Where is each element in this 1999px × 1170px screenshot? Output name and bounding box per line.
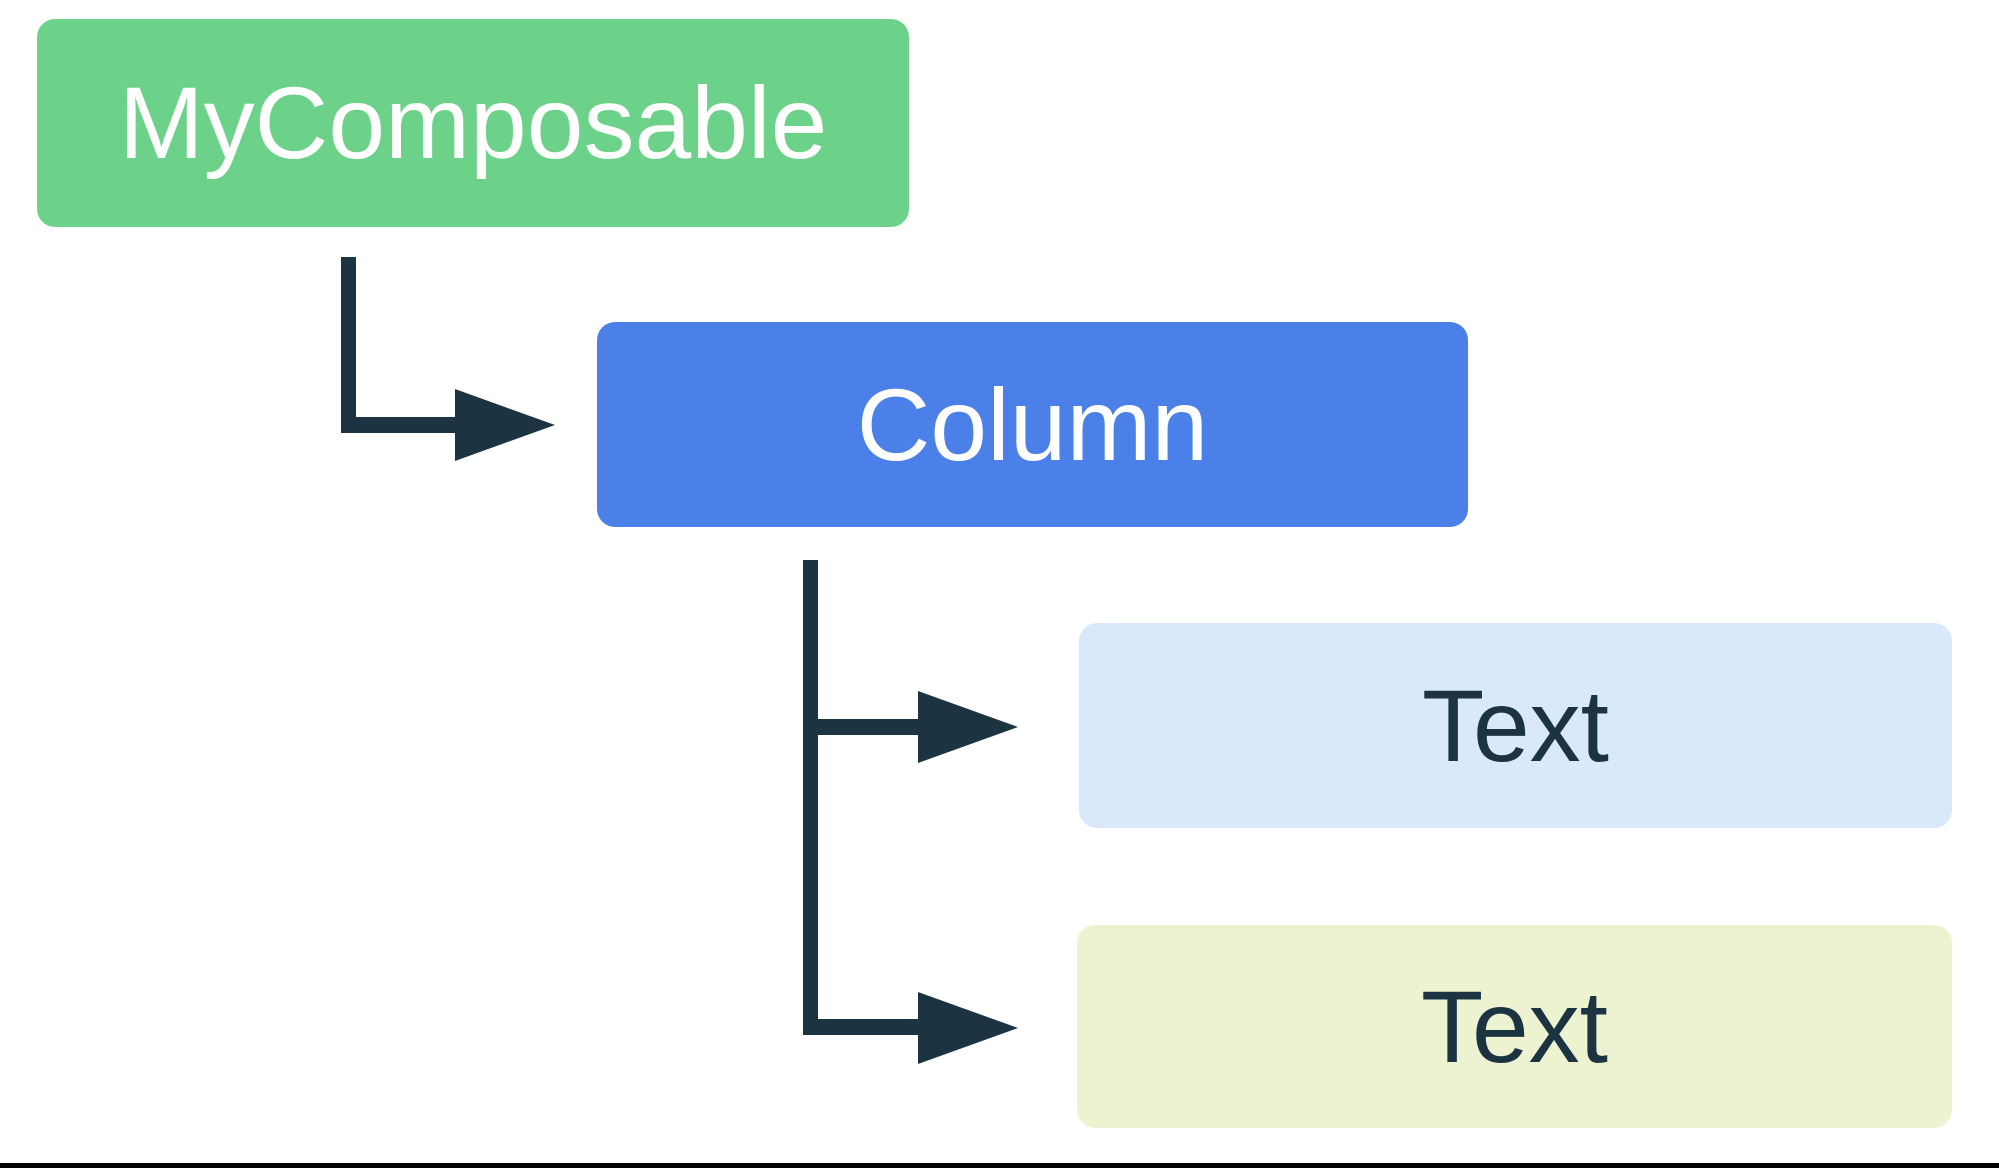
- node-text-1: Text: [1079, 623, 1952, 828]
- node-text-2-label: Text: [1420, 969, 1609, 1084]
- edge-mycomposable-column-arrowhead-icon: [455, 389, 555, 461]
- edge-mycomposable-column-horizontal-line: [341, 417, 471, 433]
- edge-column-text-1-horizontal-line: [803, 719, 928, 735]
- edge-column-children-vertical-line: [803, 560, 818, 1035]
- node-text-1-label: Text: [1421, 668, 1610, 783]
- edge-column-text-2-horizontal-line: [803, 1019, 928, 1035]
- node-column-label: Column: [856, 367, 1209, 482]
- bottom-divider: [0, 1163, 1999, 1168]
- edge-column-text-2-arrowhead-icon: [918, 992, 1018, 1064]
- node-mycomposable-label: MyComposable: [118, 66, 828, 180]
- edge-column-text-1-arrowhead-icon: [918, 691, 1018, 763]
- node-mycomposable: MyComposable: [37, 19, 909, 227]
- node-column: Column: [597, 322, 1468, 527]
- edge-mycomposable-column-vertical-line: [341, 257, 356, 433]
- node-text-2: Text: [1077, 925, 1952, 1128]
